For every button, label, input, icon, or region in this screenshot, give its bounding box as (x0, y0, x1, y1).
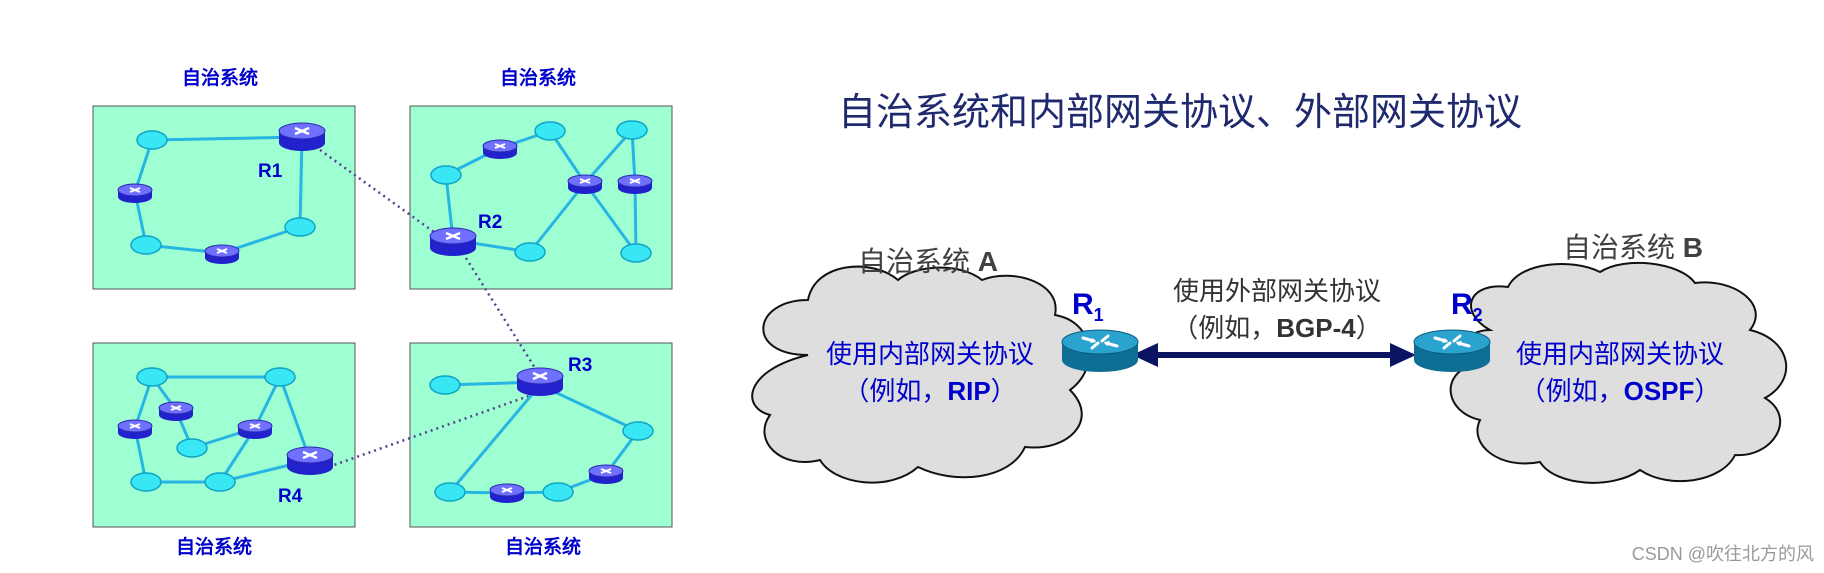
host-node (284, 217, 316, 237)
page-title: 自治系统和内部网关协议、外部网关协议 (838, 92, 1522, 134)
router-icon (204, 244, 240, 265)
border-router-r2-icon (1412, 328, 1492, 374)
host-node (620, 243, 652, 263)
as-label-bottom-left: 自治系统 (176, 535, 252, 558)
host-node (130, 472, 162, 492)
router-r1-sub-label: R1 (1072, 288, 1104, 325)
host-node (429, 375, 461, 395)
host-node (542, 482, 574, 502)
router-r2-label: R2 (478, 212, 502, 233)
router-r4-icon (285, 445, 335, 477)
router-icon (567, 174, 603, 195)
router-icon (617, 174, 653, 195)
host-node (136, 367, 168, 387)
as-b-title: 自治系统 B (1563, 232, 1703, 263)
as-a-igp-line2: （例如，RIP） (843, 376, 1016, 406)
egp-line1: 使用外部网关协议 (1173, 276, 1381, 306)
host-node (622, 421, 654, 441)
router-r3-label: R3 (568, 355, 592, 376)
router-r2-icon (428, 226, 478, 258)
as-b-igp-line2: （例如，OSPF） (1520, 376, 1721, 406)
router-icon (117, 183, 153, 204)
host-node (204, 472, 236, 492)
host-node (130, 235, 162, 255)
host-node (176, 438, 208, 458)
egp-arrow (1132, 343, 1416, 367)
as-a-igp-line1: 使用内部网关协议 (826, 339, 1034, 369)
border-router-r1-icon (1060, 328, 1140, 374)
host-node (434, 482, 466, 502)
as-label-top-left: 自治系统 (182, 66, 258, 89)
host-node (430, 165, 462, 185)
router-icon (237, 419, 273, 440)
as-a-title: 自治系统 A (858, 246, 998, 277)
cloud-as-a (751, 265, 1091, 484)
router-r3-icon (515, 366, 565, 398)
router-r1-icon (277, 121, 327, 153)
as-b-igp-line1: 使用内部网关协议 (1516, 339, 1724, 369)
router-r2-sub-label: R2 (1451, 288, 1483, 325)
host-node (136, 130, 168, 150)
router-icon (482, 139, 518, 160)
egp-line2: （例如，BGP-4） (1172, 313, 1382, 343)
router-icon (588, 464, 624, 485)
host-node (514, 242, 546, 262)
host-node (264, 367, 296, 387)
host-node (616, 120, 648, 140)
router-r1-label: R1 (258, 161, 283, 182)
host-node (534, 121, 566, 141)
watermark: CSDN @吹往北方的风 (1632, 544, 1814, 564)
router-icon (489, 483, 525, 504)
router-icon (117, 419, 153, 440)
router-icon (158, 401, 194, 422)
cloud-as-b (1449, 261, 1788, 484)
router-r4-label: R4 (278, 486, 303, 507)
inter-as-links (319, 148, 542, 467)
as-label-top-right: 自治系统 (500, 66, 576, 89)
as-label-bottom-right: 自治系统 (505, 535, 581, 558)
